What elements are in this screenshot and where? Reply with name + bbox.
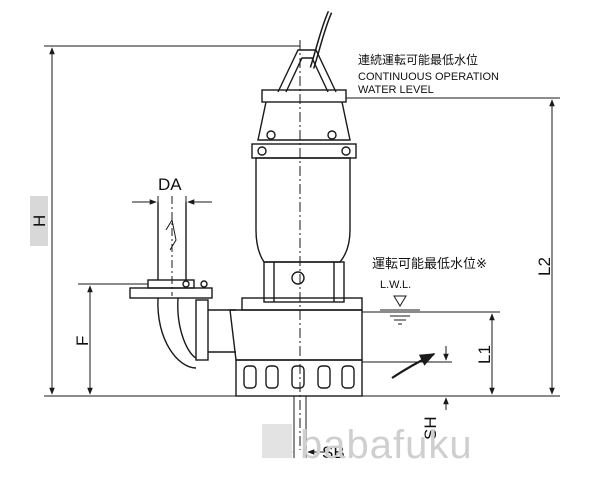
dim-l2-label: L2 [535, 257, 554, 276]
pump-body [129, 10, 363, 397]
continuous-level-jp: 連続運転可能最低水位 [358, 52, 478, 67]
min-level-jp: 運転可能最低水位※ [372, 257, 487, 272]
continuous-level-en-1: CONTINUOUS OPERATION [358, 71, 499, 83]
dim-h-label: H [30, 215, 49, 227]
lwl-label: L.W.L. [380, 279, 411, 291]
dim-sh-label: SH [421, 416, 440, 440]
dimension-lines [44, 45, 560, 458]
h-label-bg [30, 196, 48, 246]
continuous-level-en-2: WATER LEVEL [358, 84, 434, 96]
watermark-text: babafuku [300, 423, 473, 467]
dim-sb-label: SB [322, 443, 345, 462]
dim-da-label: DA [158, 175, 182, 194]
flow-arrow [391, 353, 436, 379]
dim-l1-label: L1 [475, 345, 494, 364]
discharge-pipe-outline [157, 196, 187, 296]
babafuku-logo: babafuku [262, 423, 473, 467]
dim-f-label: F [73, 336, 92, 346]
